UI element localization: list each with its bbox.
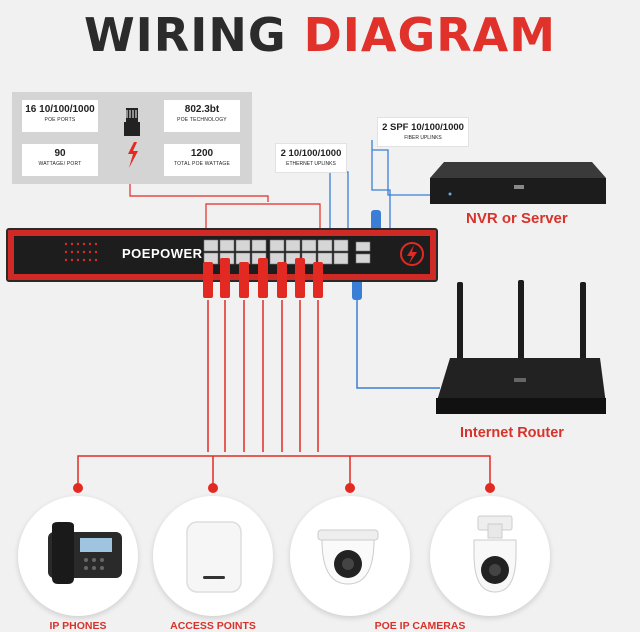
- dome-camera-circle: [290, 496, 410, 616]
- spec-label: POE PORTS: [44, 117, 76, 123]
- page-title: WIRING DIAGRAM: [0, 8, 640, 62]
- spec-label: WATTAGE/ PORT: [38, 161, 82, 167]
- access-points-label: ACCESS POINTS: [170, 620, 256, 632]
- spec-label: POE TECHNOLOGY: [177, 117, 227, 123]
- spec-poe-technology: 802.3bt POE TECHNOLOGY: [164, 100, 240, 132]
- fiber-uplinks-label: 2 SPF 10/100/1000 FIBER UPLINKS: [378, 118, 468, 146]
- ip-phone-circle: [18, 496, 138, 616]
- spec-value: 90: [54, 148, 66, 159]
- spec-value: 802.3bt: [184, 104, 220, 115]
- dome-camera-icon: [317, 529, 379, 585]
- lightning-icon: [128, 142, 138, 168]
- nvr-device: [430, 162, 606, 204]
- junction-dot: [485, 483, 495, 493]
- uplink-label: ETHERNET UPLINKS: [286, 161, 336, 167]
- poe-plugs: [203, 258, 323, 298]
- ptz-camera-icon: [473, 515, 517, 593]
- status-led-panel: [64, 242, 98, 262]
- title-part-2: DIAGRAM: [303, 8, 557, 62]
- uplink-value: 2 10/100/1000: [280, 148, 342, 159]
- router-device: [436, 280, 606, 414]
- spec-wattage-per-port: 90 WATTAGE/ PORT: [22, 144, 98, 176]
- spec-value: 1200: [190, 148, 214, 159]
- uplink-value: 2 SPF 10/100/1000: [382, 122, 464, 133]
- router-label: Internet Router: [460, 425, 564, 441]
- junction-dot: [208, 483, 218, 493]
- ptz-camera-circle: [430, 496, 550, 616]
- spec-poe-ports: 16 10/100/1000 POE PORTS: [22, 100, 98, 132]
- nvr-label: NVR or Server: [466, 210, 568, 227]
- power-logo-icon: [400, 242, 424, 266]
- ip-phones-label: IP PHONES: [49, 620, 107, 632]
- junction-dot: [345, 483, 355, 493]
- ethernet-plug-icon: [124, 108, 140, 168]
- ip-phone-icon: [48, 522, 122, 584]
- spec-label: TOTAL POE WATTAGE: [174, 161, 230, 167]
- spec-value: 16 10/100/1000: [25, 104, 95, 115]
- spec-panel: 16 10/100/1000 POE PORTS 802.3bt POE TEC…: [12, 92, 252, 184]
- junction-dot: [73, 483, 83, 493]
- uplink-label: FIBER UPLINKS: [404, 135, 442, 141]
- switch-brand: POEPOWER: [122, 246, 203, 261]
- access-point-icon: [186, 521, 242, 593]
- poe-ip-cameras-label: POE IP CAMERAS: [374, 620, 466, 632]
- title-part-1: WIRING: [83, 8, 287, 62]
- access-point-circle: [153, 496, 273, 616]
- spec-total-wattage: 1200 TOTAL POE WATTAGE: [164, 144, 240, 176]
- ethernet-uplinks-label: 2 10/100/1000 ETHERNET UPLINKS: [276, 144, 346, 172]
